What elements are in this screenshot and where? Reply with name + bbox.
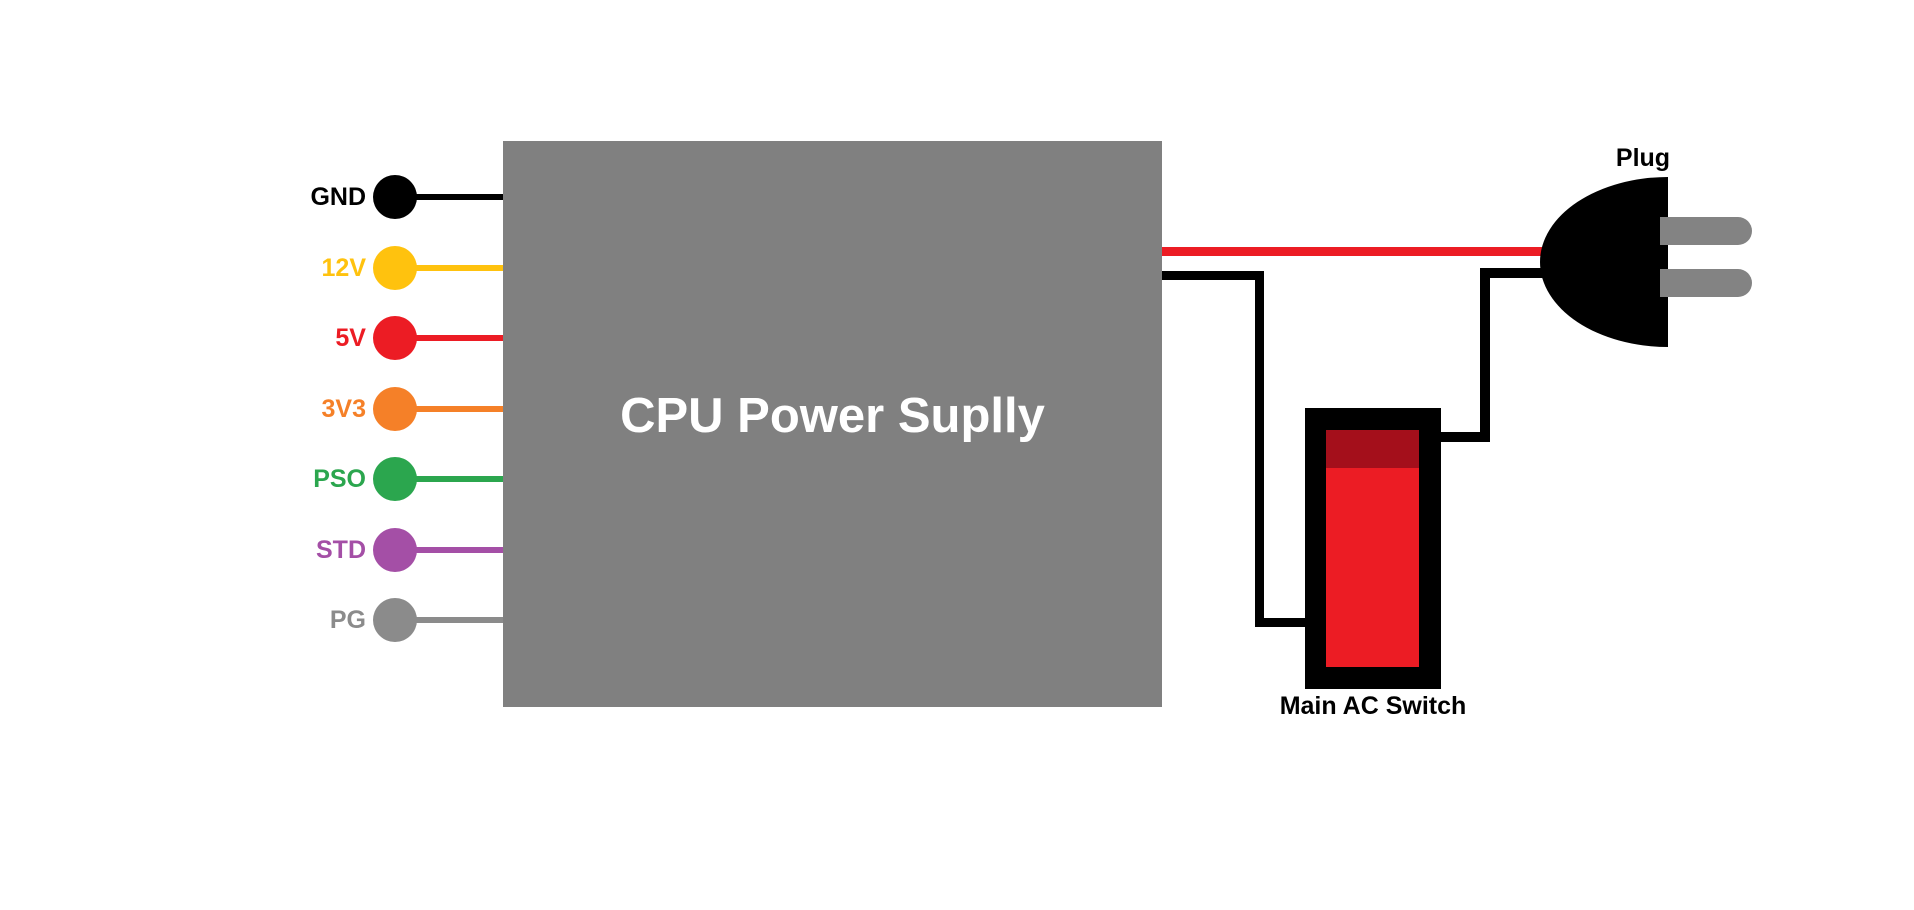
- live-wire: [1162, 247, 1548, 256]
- pin-label-gnd: GND: [310, 183, 366, 211]
- psu-title: CPU Power Suplly: [620, 389, 1045, 443]
- pin-circle-5v: [373, 316, 417, 360]
- pin-label-std: STD: [316, 536, 366, 564]
- pin-wire-gnd: [410, 194, 503, 200]
- neutral-wire-plug-horizontal: [1480, 268, 1548, 278]
- pin-wire-3v3: [410, 406, 503, 412]
- pin-label-12v: 12V: [321, 254, 366, 282]
- pin-circle-pg: [373, 598, 417, 642]
- plug-prong-top: [1660, 217, 1752, 245]
- pin-wire-pg: [410, 617, 503, 623]
- pin-wire-std: [410, 547, 503, 553]
- main-ac-switch: [1305, 408, 1441, 689]
- neutral-wire-plug-vertical: [1480, 268, 1490, 442]
- pin-circle-gnd: [373, 175, 417, 219]
- pin-wire-5v: [410, 335, 503, 341]
- cpu-power-supply-box: CPU Power Suplly: [503, 141, 1162, 707]
- neutral-wire-psu-horizontal: [1162, 271, 1264, 280]
- plug-prong-bottom: [1660, 269, 1752, 297]
- pin-circle-3v3: [373, 387, 417, 431]
- pin-circle-std: [373, 528, 417, 572]
- pin-circle-pso: [373, 457, 417, 501]
- switch-label: Main AC Switch: [1279, 692, 1467, 720]
- switch-rocker-shade: [1326, 430, 1419, 468]
- pin-label-5v: 5V: [335, 324, 366, 352]
- neutral-wire-switch-stub: [1441, 432, 1490, 442]
- pin-wire-pso: [410, 476, 503, 482]
- pin-circle-12v: [373, 246, 417, 290]
- pin-wire-12v: [410, 265, 503, 271]
- plug-label: Plug: [1615, 144, 1671, 172]
- neutral-wire-psu-vertical: [1255, 271, 1264, 627]
- switch-rocker: [1326, 430, 1419, 667]
- pin-label-pso: PSO: [313, 465, 366, 493]
- neutral-wire-to-switch: [1255, 618, 1305, 627]
- pin-label-pg: PG: [329, 606, 366, 634]
- pin-label-3v3: 3V3: [321, 395, 366, 423]
- plug-body: [1540, 177, 1668, 347]
